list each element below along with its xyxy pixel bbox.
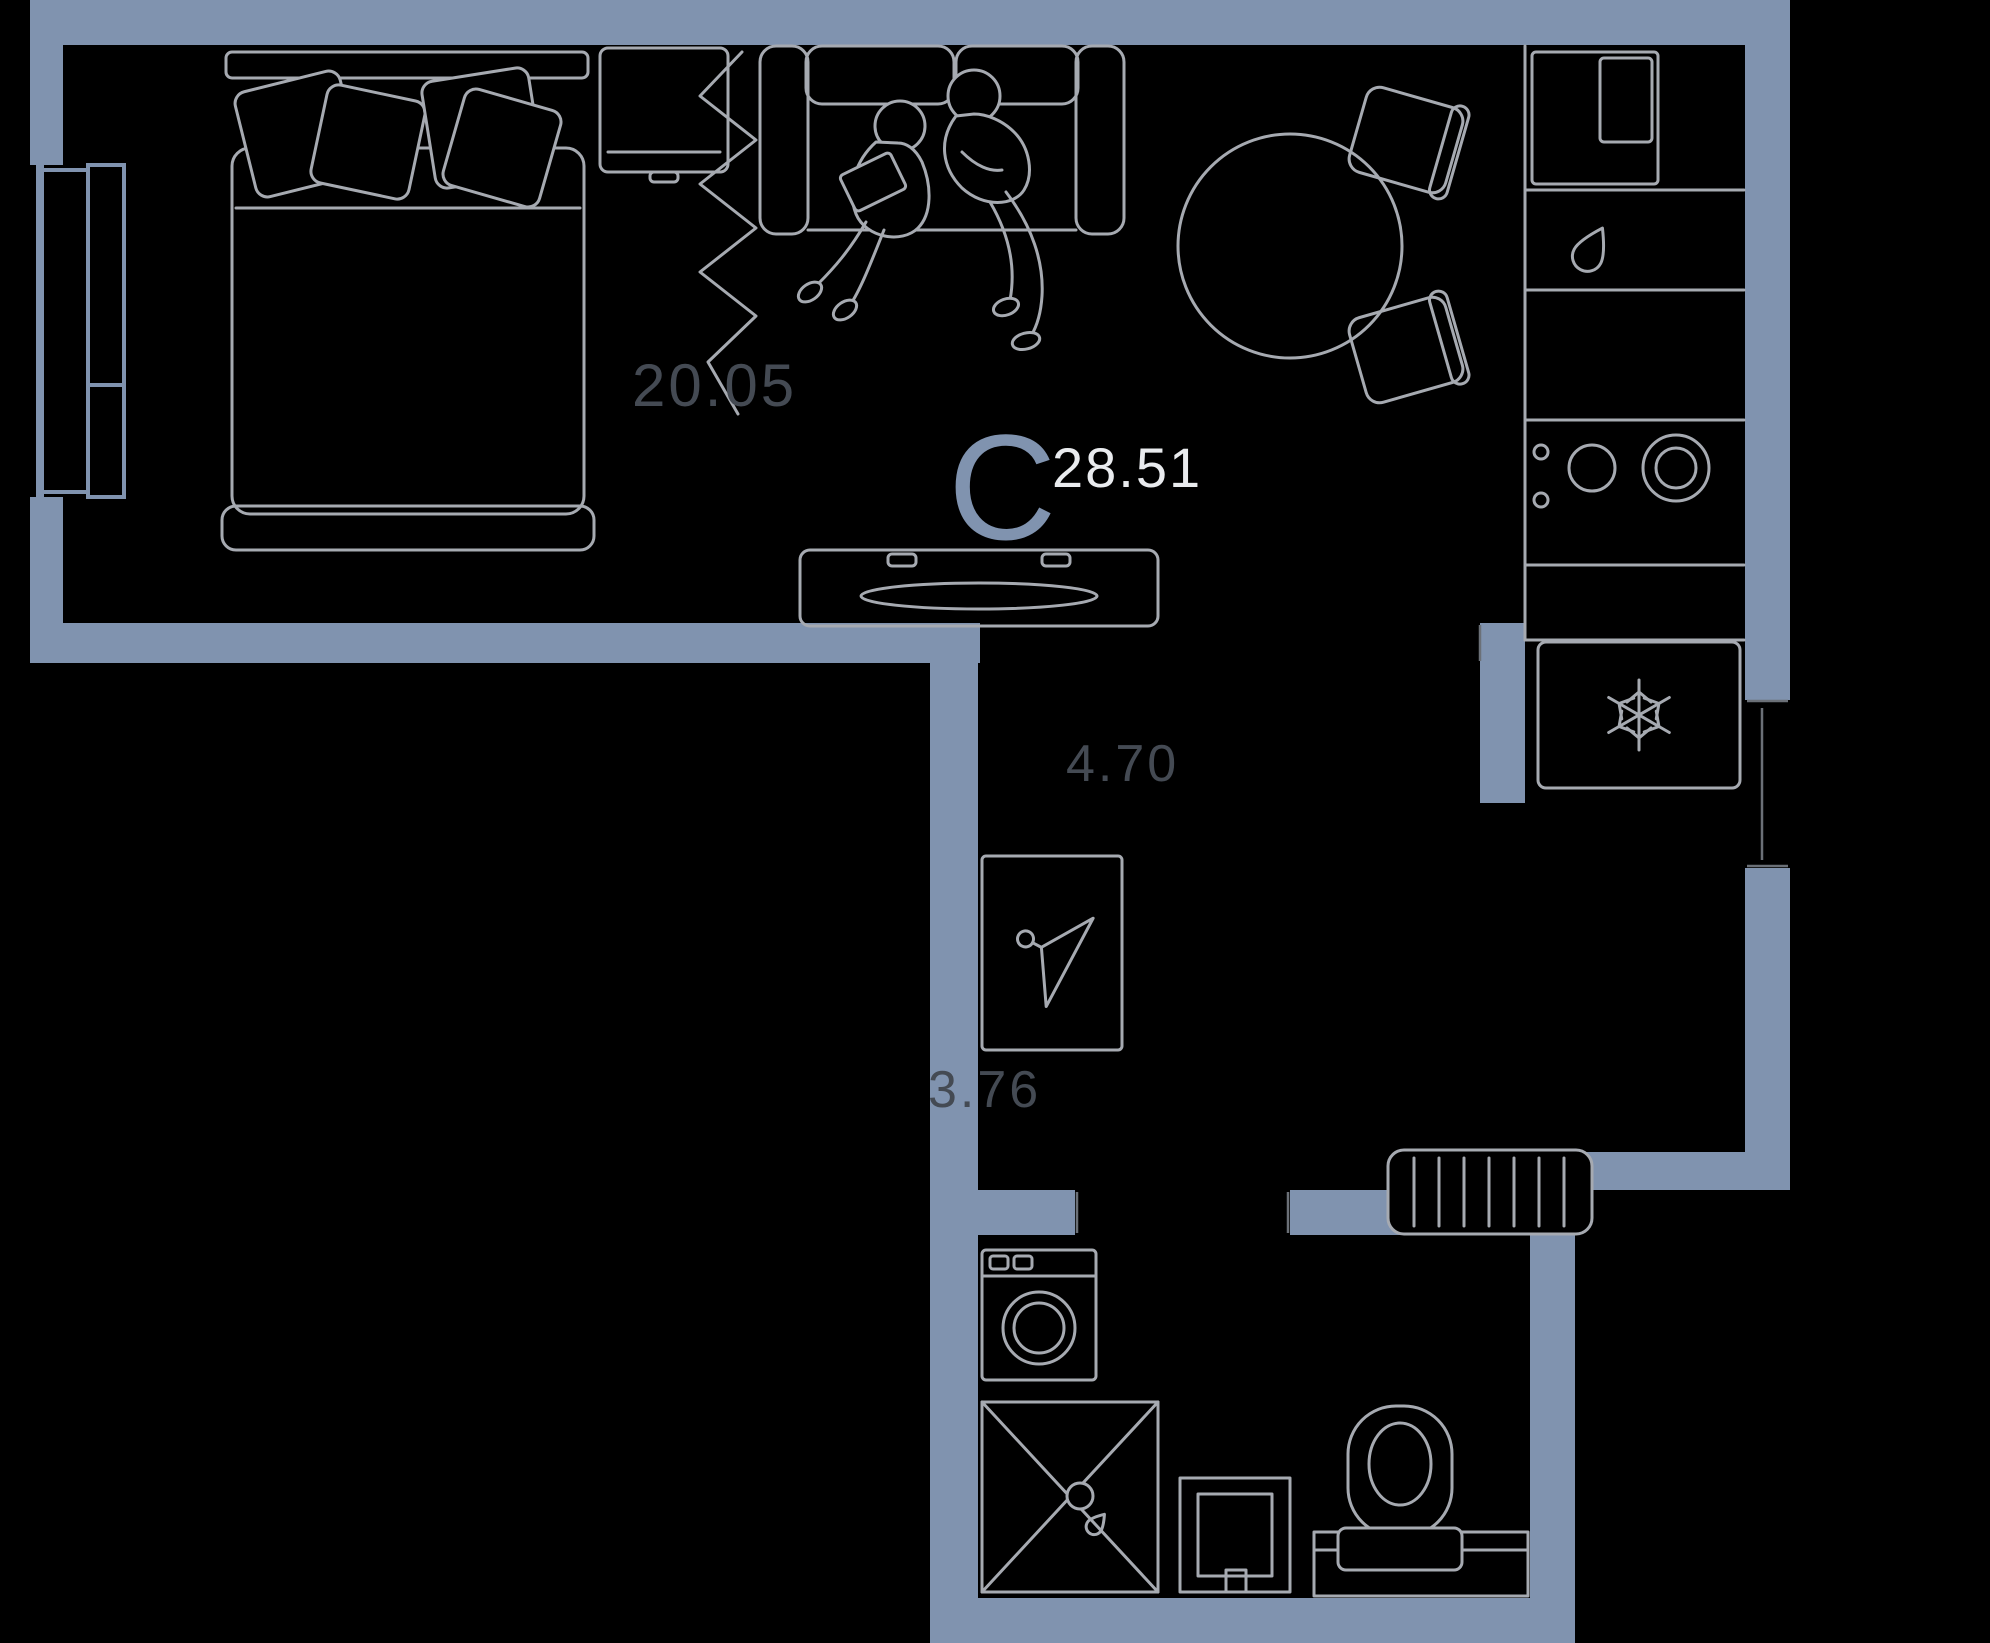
wall-right-upper xyxy=(1745,0,1790,700)
book xyxy=(838,151,908,213)
stove-burner xyxy=(1567,443,1617,493)
washer-door xyxy=(1001,1290,1077,1366)
tv-stand xyxy=(598,46,730,184)
dresser xyxy=(798,548,1160,628)
dining-table xyxy=(1176,132,1404,360)
wall-kitchen-stub xyxy=(1480,623,1525,803)
person-reading xyxy=(796,99,931,322)
total-area-label: 28.51 xyxy=(1052,436,1203,499)
wardrobe xyxy=(980,854,1124,1052)
kitchen-counter xyxy=(1523,44,1746,642)
curtain-zigzag xyxy=(698,50,758,416)
bed xyxy=(220,50,596,552)
toilet-bowl xyxy=(1346,1404,1454,1538)
wall-right-lower xyxy=(1745,868,1790,1190)
sofa-arm xyxy=(758,44,810,236)
walls xyxy=(30,0,1790,1643)
washing-machine xyxy=(980,1248,1098,1382)
snowflake-icon xyxy=(1607,678,1671,752)
balcony-rail xyxy=(36,165,44,497)
kitchen-cabinet xyxy=(1530,50,1660,186)
window xyxy=(36,163,126,499)
wall-hall-left xyxy=(930,623,978,1643)
wall-bath-top-left xyxy=(930,1190,1075,1235)
sofa-arm xyxy=(1074,44,1126,236)
hallway-area-label: 4.70 xyxy=(1066,735,1180,793)
stove-knob xyxy=(1532,443,1550,461)
wall-hall-bottom-right xyxy=(1575,1152,1790,1190)
hanger-icon xyxy=(1016,916,1095,1009)
shower-drain-icon xyxy=(1065,1481,1095,1511)
toilet-cistern xyxy=(1336,1526,1464,1572)
wall-bottom xyxy=(930,1598,1575,1643)
sofa xyxy=(758,44,1126,236)
living-room-area-label: 20.05 xyxy=(632,352,798,419)
water-drop-icon xyxy=(1570,226,1606,273)
wall-top xyxy=(30,0,1790,45)
plan-section-letter: C xyxy=(948,403,1057,571)
sofa-back-cushion xyxy=(954,44,1080,106)
toilet xyxy=(1336,1404,1464,1572)
dining-chair xyxy=(1347,289,1471,405)
fridge xyxy=(1536,640,1742,790)
dining-chair xyxy=(1347,85,1471,201)
water-drop-icon xyxy=(1084,1512,1106,1537)
wall-mainroom-bottom xyxy=(30,623,980,663)
stove-burner xyxy=(1641,433,1711,503)
stove-knob xyxy=(1532,491,1550,509)
window-frame xyxy=(86,163,126,499)
bed-headboard xyxy=(224,50,590,80)
wall-left-upper xyxy=(30,0,63,165)
bathroom-cabinet xyxy=(1178,1476,1292,1594)
bathroom-area-label: 3.76 xyxy=(928,1061,1042,1119)
wall-bath-right xyxy=(1530,1190,1575,1643)
shower xyxy=(980,1400,1160,1594)
pillow xyxy=(309,83,427,201)
wall-openings xyxy=(1075,625,1788,1233)
sofa-back-cushion xyxy=(804,44,956,106)
radiator xyxy=(1386,1148,1594,1236)
bed-footboard xyxy=(220,504,596,552)
pillow xyxy=(441,87,563,209)
person-lounging xyxy=(943,68,1044,352)
